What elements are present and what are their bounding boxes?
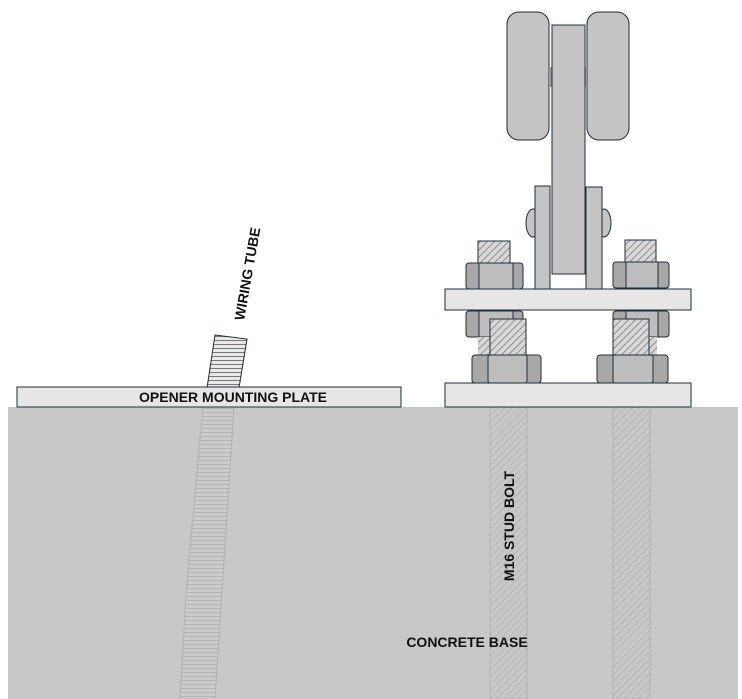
wiring-tube	[206, 334, 248, 389]
wheel-center-plate	[551, 24, 586, 275]
wheel-left	[506, 11, 550, 141]
bracket-left	[534, 185, 551, 290]
top-plate	[444, 288, 692, 311]
base-plate	[444, 382, 692, 408]
stud-bolt-right-front	[612, 318, 650, 356]
mounting-plate-label: OPENER MOUNTING PLATE	[139, 389, 327, 405]
opener-mounting-plate	[16, 386, 402, 408]
upper-nut-right	[612, 261, 670, 289]
bracket-right	[585, 186, 603, 290]
stud-top-left	[477, 240, 511, 264]
wheel-right	[586, 11, 630, 141]
upper-nut-left	[465, 262, 524, 290]
lower-nut-left	[471, 354, 542, 384]
stud-bolt-label: M16 STUD BOLT	[501, 470, 517, 581]
lower-nut-right	[596, 354, 669, 384]
stud-bolt-left-front	[489, 318, 527, 356]
wiring-tube-label: WIRING TUBE	[231, 226, 263, 321]
stud-top-right	[624, 239, 657, 263]
concrete-base-label: CONCRETE BASE	[406, 634, 527, 650]
embedded-stud-bolt-left	[489, 406, 528, 699]
embedded-stud-bolt-right	[612, 406, 651, 699]
